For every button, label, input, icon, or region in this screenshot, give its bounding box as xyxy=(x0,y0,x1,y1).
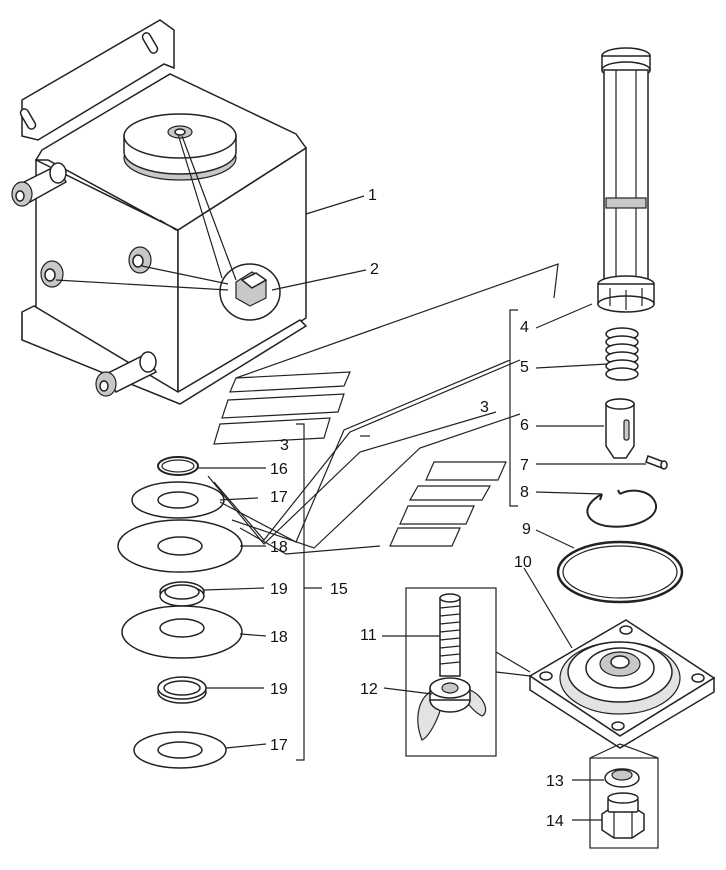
callout-7: 7 xyxy=(520,457,529,474)
callout-15: 15 xyxy=(330,581,348,598)
callout-2: 2 xyxy=(370,261,379,278)
callout-9: 9 xyxy=(522,521,531,538)
callout-8: 8 xyxy=(520,484,529,501)
callout-6: 6 xyxy=(520,417,529,434)
callouts: 1 2 4 5 3 6 7 8 9 10 11 12 13 14 3 16 17… xyxy=(270,187,564,830)
filter-cartridge xyxy=(597,47,655,313)
tank-left-fitting xyxy=(11,162,68,207)
callout-4: 4 xyxy=(520,319,529,336)
callout-16: 16 xyxy=(270,461,288,478)
callout-11: 11 xyxy=(360,627,377,644)
callout-3a: 3 xyxy=(480,399,489,416)
callout-1: 1 xyxy=(368,187,377,204)
callout-19b: 19 xyxy=(270,681,288,698)
stack-ring-16 xyxy=(157,456,199,476)
stack-ring-19a xyxy=(159,581,205,607)
washer-plug-box xyxy=(589,757,659,849)
callout-10: 10 xyxy=(514,554,532,571)
spring xyxy=(605,327,639,381)
stack-washer-17a xyxy=(131,481,225,519)
callout-17a: 17 xyxy=(270,489,288,506)
wing-nut xyxy=(417,677,487,741)
stack-disc-18b xyxy=(121,605,243,659)
ghost-panels xyxy=(213,263,559,547)
hex-plug xyxy=(601,792,645,839)
callout-13: 13 xyxy=(546,773,564,790)
valve-piston xyxy=(605,398,635,459)
o-ring xyxy=(556,540,684,604)
washer xyxy=(604,768,640,788)
callout-3b: 3 xyxy=(280,437,289,454)
stack-disc-18a xyxy=(117,519,243,573)
stud xyxy=(439,593,461,677)
callout-19a: 19 xyxy=(270,581,288,598)
callout-5: 5 xyxy=(520,359,529,376)
pin xyxy=(645,455,668,470)
callout-14: 14 xyxy=(546,813,564,830)
stack-washer-17b xyxy=(133,731,227,769)
circlip xyxy=(586,489,657,528)
tank-body xyxy=(11,19,308,405)
stack-ring-19b xyxy=(157,676,207,704)
leader-lines xyxy=(198,195,646,821)
callout-18b: 18 xyxy=(270,629,288,646)
callout-12: 12 xyxy=(360,681,378,698)
callout-17b: 17 xyxy=(270,737,288,754)
cover-flange xyxy=(528,619,716,749)
tank-bottom-fitting xyxy=(95,351,158,397)
callout-18a: 18 xyxy=(270,539,288,556)
